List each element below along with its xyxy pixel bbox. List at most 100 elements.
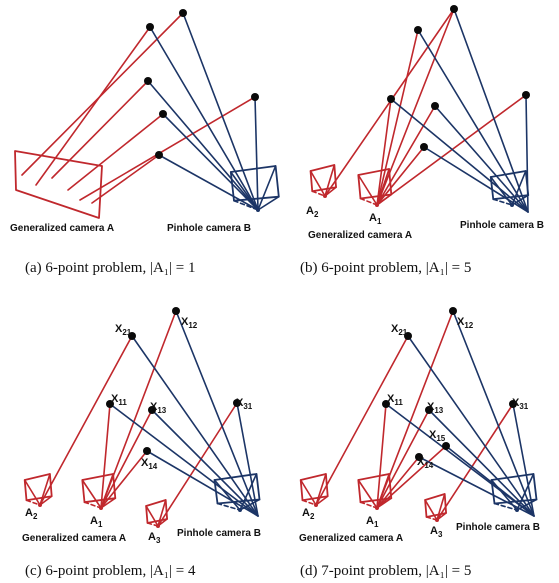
panel-d-red-ray: [436, 403, 514, 521]
panel-a-blue-ray: [147, 80, 259, 211]
panel-a-red-ray: [51, 80, 149, 179]
panel-a-red-ray: [91, 154, 160, 204]
panel-d-red-ray: [376, 456, 420, 509]
point-label-x12: X12: [181, 316, 198, 330]
panel-d-point: [509, 400, 517, 408]
point-label-x11: X11: [111, 393, 127, 407]
panel-c-point: [128, 332, 136, 340]
panel-c-generalized-camera-a3-edge: [157, 499, 167, 527]
panel-a-point: [155, 151, 163, 159]
panel-b-blue-ray: [390, 98, 529, 213]
panel-c-red-ray: [39, 335, 133, 506]
panel-d-generalized-camera-label: Generalized camera A: [299, 533, 403, 544]
panel-b-a1-label: A1: [369, 212, 382, 226]
panel-b-point: [450, 5, 458, 13]
panel-c-point: [148, 406, 156, 414]
panel-b-pinhole-camera-label: Pinhole camera B: [460, 220, 544, 231]
panel-d-red-ray: [376, 403, 387, 509]
panel-d-a1-label: A1: [366, 515, 379, 529]
panel-c-generalized-camera-a1-edge: [100, 497, 117, 509]
panel-c-red-ray: [157, 402, 238, 527]
panel-b-blue-ray: [423, 146, 529, 213]
panel-b-generalized-camera-a2-image-plane: [309, 164, 337, 193]
panel-b-point: [431, 102, 439, 110]
panel-d-generalized-camera-a2-image-plane: [299, 473, 329, 502]
panel-c-pinhole-camera-edge: [213, 479, 241, 511]
panel-a-blue-ray: [182, 12, 259, 211]
panel-b-a2-label: A2: [306, 205, 319, 219]
panel-c-a2-label: A2: [25, 507, 38, 521]
panel-c-generalized-camera-a1-edge: [83, 501, 102, 509]
panel-a-blue-ray: [162, 113, 259, 211]
panel-b-point: [387, 95, 395, 103]
point-label-x14: X14: [417, 456, 434, 470]
panel-c-generalized-camera-a2-edge: [39, 473, 51, 506]
panel-c-a3-label: A3: [148, 531, 161, 545]
panel-d-point: [404, 332, 412, 340]
panel-b-point: [414, 26, 422, 34]
panel-d-blue-ray: [445, 445, 535, 517]
panel-d-point: [442, 442, 450, 450]
point-label-x12: X12: [457, 316, 474, 330]
panel-b-point: [420, 143, 428, 151]
panel-a-red-ray: [67, 113, 164, 191]
panel-b-blue-ray: [453, 8, 529, 213]
point-label-x31: X31: [236, 397, 253, 411]
panel-b-red-ray: [376, 105, 436, 206]
panel-d-point-labels: X21 X12 X11 X13 X31 X15 X14: [387, 316, 529, 470]
panel-b-pinhole-camera-center: [510, 203, 514, 207]
panel-a-point: [159, 110, 167, 118]
panel-d-generalized-camera-a3-center: [435, 518, 439, 522]
panel-c-generalized-camera-a2-edge: [23, 479, 41, 506]
panel-c-generalized-camera-a2-center: [38, 503, 42, 507]
panel-a-point: [144, 77, 152, 85]
panel-d-generalized-camera-a2-edge: [315, 473, 327, 506]
panel-d-red-ray: [315, 335, 409, 506]
panel-c-generalized-camera-a3-edge: [145, 505, 159, 527]
panel-c-generalized-camera-a1-edge: [81, 479, 102, 509]
panel-a-pinhole-camera-center: [256, 208, 260, 212]
panel-d-pinhole-camera-edge: [493, 502, 518, 511]
panel-a-blue-ray: [158, 154, 259, 211]
panel-c-red-ray: [100, 409, 153, 509]
panel-a-blue-ray: [149, 26, 259, 211]
panel-d-generalized-camera-a2-edge: [301, 499, 317, 506]
panel-a-point: [179, 9, 187, 17]
panel-c-blue-ray: [146, 450, 259, 517]
panel-c-generalized-camera-a1-center: [99, 506, 103, 510]
point-label-x21: X21: [115, 323, 132, 337]
panel-b-red-ray: [376, 94, 527, 206]
panel-c-point: [106, 400, 114, 408]
panel-b-caption: (b) 6-point problem, |A₁| = 5: [300, 260, 471, 276]
panel-c-a1-label: A1: [90, 515, 103, 529]
panel-a-pinhole-camera-image-plane: [229, 165, 280, 202]
panel-b-red-ray: [376, 29, 419, 206]
panel-b-pinhole-camera-edge: [492, 198, 513, 206]
panel-d-point: [382, 400, 390, 408]
panel-c-point: [143, 447, 151, 455]
panel-d-blue-ray: [418, 456, 535, 517]
panel-d-generalized-camera-a1-edge: [357, 479, 378, 509]
panel-b-red-ray: [376, 98, 392, 206]
panel-d-blue-ray: [452, 310, 535, 517]
panel-c-pinhole-camera-image-plane: [213, 473, 261, 505]
panel-c-point-labels: X21 X12 X11 X13 X31 X14: [111, 316, 253, 471]
panel-d-a3-label: A3: [430, 525, 443, 539]
panel-a-point: [146, 23, 154, 31]
panel-d-generalized-camera-a1-center: [375, 506, 379, 510]
point-label-x15: X15: [429, 429, 446, 443]
panel-a-blue-ray: [254, 96, 259, 211]
panel-b-generalized-camera-a1-edge: [359, 197, 378, 206]
panel-c-red-ray: [100, 403, 111, 509]
panel-b-point: [522, 91, 530, 99]
panel-b-generalized-camera-label: Generalized camera A: [308, 230, 412, 241]
panel-c-point: [233, 399, 241, 407]
panel-d-generalized-camera-a1-edge: [359, 501, 378, 509]
panel-a-red-ray: [35, 26, 151, 186]
point-label-x13: X13: [427, 401, 444, 415]
panel-a-red-ray: [79, 96, 256, 201]
panel-d-pinhole-camera-label: Pinhole camera B: [456, 522, 540, 533]
panel-b-blue-ray: [417, 29, 529, 213]
panel-b-generalized-camera-a2-center: [323, 194, 327, 198]
